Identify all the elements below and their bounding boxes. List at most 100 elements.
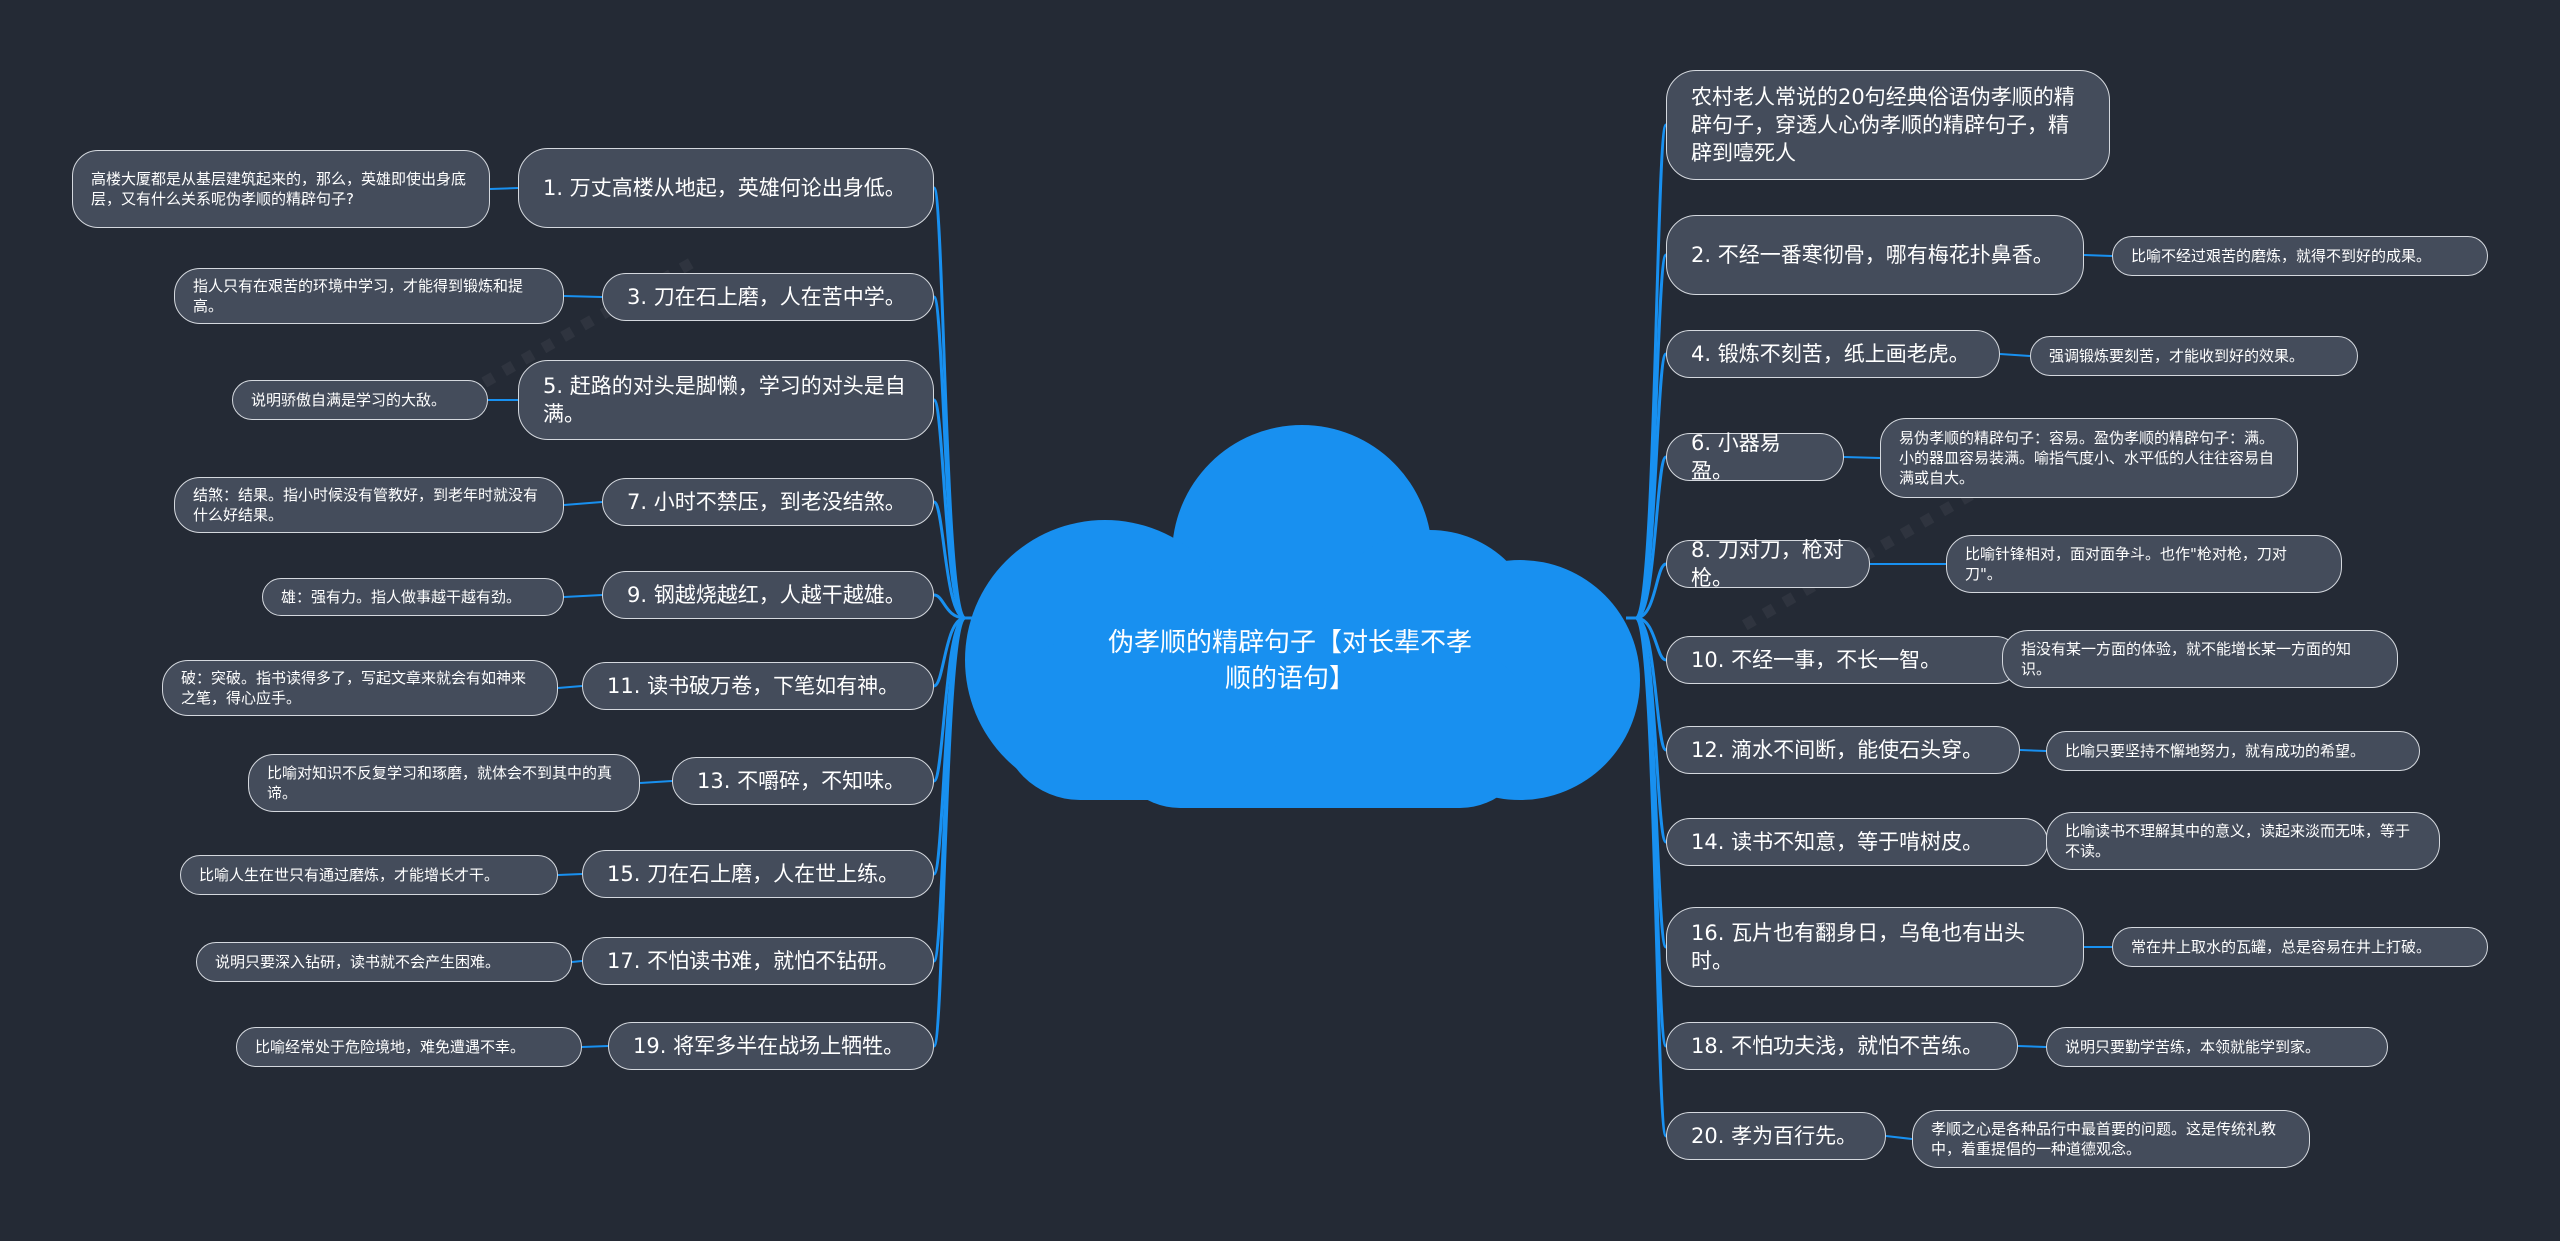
branch-topic[interactable]: 12. 滴水不间断，能使石头穿。: [1666, 726, 2020, 774]
branch-topic-text: 8. 刀对刀，枪对枪。: [1691, 538, 1844, 590]
branch-note[interactable]: 常在井上取水的瓦罐，总是容易在井上打破。: [2112, 927, 2488, 967]
branch-note-text: 说明骄傲自满是学习的大敌。: [251, 391, 447, 409]
branch-topic[interactable]: 11. 读书破万卷，下笔如有神。: [582, 662, 934, 710]
note-connector: [563, 501, 603, 506]
branch-note[interactable]: 说明骄傲自满是学习的大敌。: [232, 380, 488, 420]
note-connector: [2017, 1045, 2047, 1048]
branch-topic[interactable]: 6. 小器易盈。: [1666, 431, 1844, 483]
branch-note[interactable]: 结煞：结果。指小时候没有管教好，到老年时就没有什么好结果。: [174, 477, 564, 533]
branch-note-text: 说明只要勤学苦练，本领就能学到家。: [2065, 1038, 2321, 1056]
note-connector: [489, 187, 519, 190]
branch-topic-text: 14. 读书不知意，等于啃树皮。: [1691, 830, 1984, 854]
branch-topic[interactable]: 1. 万丈高楼从地起，英雄何论出身低。: [518, 148, 934, 228]
branch-connector: [1635, 455, 1668, 620]
branch-note-text: 指没有某一方面的体验，就不能增长某一方面的知识。: [2021, 640, 2352, 678]
branch-topic-text: 7. 小时不禁压，到老没结煞。: [627, 490, 906, 514]
branch-topic-text: 5. 赶路的对头是脚懒，学习的对头是自满。: [543, 374, 906, 426]
branch-topic-text: 10. 不经一事，不长一智。: [1691, 648, 1942, 672]
branch-note[interactable]: 破：突破。指书读得多了，写起文章来就会有如神来之笔，得心应手。: [162, 660, 558, 716]
branch-note[interactable]: 比喻经常处于危险境地，难免遭遇不幸。: [236, 1027, 582, 1067]
note-connector: [2083, 254, 2113, 257]
branch-topic-text: 3. 刀在石上磨，人在苦中学。: [627, 285, 906, 309]
branch-topic-text: 4. 锻炼不刻苦，纸上画老虎。: [1691, 342, 1970, 366]
branch-topic[interactable]: 8. 刀对刀，枪对枪。: [1666, 538, 1870, 590]
branch-note[interactable]: 易伪孝顺的精辟句子：容易。盈伪孝顺的精辟句子：满。小的器皿容易装满。喻指气度小、…: [1880, 418, 2298, 498]
branch-note-text: 指人只有在艰苦的环境中学习，才能得到锻炼和提高。: [193, 277, 524, 315]
branch-topic-text: 19. 将军多半在战场上牺牲。: [633, 1034, 905, 1058]
branch-topic[interactable]: 2. 不经一番寒彻骨，哪有梅花扑鼻香。: [1666, 215, 2084, 295]
branch-connector: [1635, 352, 1668, 620]
central-topic-title[interactable]: 伪孝顺的精辟句子【对长辈不孝顺的语句】: [1107, 628, 1472, 694]
branch-note[interactable]: 比喻对知识不反复学习和琢磨，就体会不到其中的真谛。: [248, 754, 640, 812]
branch-note-text: 强调锻炼要刻苦，才能收到好的效果。: [2049, 347, 2305, 365]
branch-topic[interactable]: 20. 孝为百行先。: [1666, 1112, 1886, 1160]
branch-connector: [933, 593, 966, 620]
branch-topic-text: 15. 刀在石上磨，人在世上练。: [607, 862, 900, 886]
note-connector: [2019, 749, 2047, 752]
branch-topic[interactable]: 17. 不怕读书难，就怕不钻研。: [582, 937, 934, 985]
branch-note[interactable]: 比喻不经过艰苦的磨炼，就得不到好的成果。: [2112, 236, 2488, 276]
branch-note[interactable]: 比喻只要坚持不懈地努力，就有成功的希望。: [2046, 731, 2420, 771]
branch-topic[interactable]: 18. 不怕功夫浅，就怕不苦练。: [1666, 1022, 2018, 1070]
note-connector: [571, 960, 583, 963]
branch-note[interactable]: 比喻人生在世只有通过磨炼，才能增长才干。: [180, 855, 558, 895]
branch-topic[interactable]: 14. 读书不知意，等于啃树皮。: [1666, 818, 2048, 866]
branch-note-text: 高楼大厦都是从基层建筑起来的，那么，英雄即使出身底层，又有什么关系呢伪孝顺的精辟…: [91, 170, 467, 208]
branch-note[interactable]: 说明只要深入钻研，读书就不会产生困难。: [196, 942, 572, 982]
branch-note[interactable]: 说明只要勤学苦练，本领就能学到家。: [2046, 1027, 2388, 1067]
branch-topic[interactable]: 7. 小时不禁压，到老没结煞。: [602, 478, 934, 526]
branch-note[interactable]: 比喻读书不理解其中的意义，读起来淡而无味，等于不读。: [2046, 812, 2440, 870]
branch-topic-text: 6. 小器易盈。: [1691, 431, 1781, 483]
branch-topic[interactable]: 3. 刀在石上磨，人在苦中学。: [602, 273, 934, 321]
note-connector: [557, 685, 583, 689]
branch-topic-text: 农村老人常说的20句经典俗语伪孝顺的精辟句子，穿透人心伪孝顺的精辟句子，精辟到噎…: [1691, 85, 2075, 165]
branch-topic[interactable]: 13. 不嚼碎，不知味。: [672, 757, 934, 805]
branch-note[interactable]: 比喻针锋相对，面对面争斗。也作"枪对枪，刀对刀"。: [1946, 535, 2342, 593]
branch-connector: [932, 295, 967, 620]
branch-note-text: 结煞：结果。指小时候没有管教好，到老年时就没有什么好结果。: [193, 486, 539, 524]
note-connector: [1843, 456, 1881, 459]
branch-note[interactable]: 孝顺之心是各种品行中最首要的问题。这是传统礼教中，着重提倡的一种道德观念。: [1912, 1110, 2310, 1168]
branch-note[interactable]: 雄：强有力。指人做事越干越有劲。: [262, 578, 564, 616]
note-connector: [563, 594, 603, 598]
branch-note[interactable]: 强调锻炼要刻苦，才能收到好的效果。: [2030, 336, 2358, 376]
note-connector: [639, 780, 673, 784]
branch-topic[interactable]: 15. 刀在石上磨，人在世上练。: [582, 850, 934, 898]
branch-note-text: 比喻经常处于危险境地，难免遭遇不幸。: [255, 1038, 526, 1056]
branch-topic[interactable]: 5. 赶路的对头是脚懒，学习的对头是自满。: [518, 360, 934, 440]
note-connector: [1885, 1135, 1913, 1140]
branch-topic[interactable]: 4. 锻炼不刻苦，纸上画老虎。: [1666, 330, 2000, 378]
branch-note-text: 常在井上取水的瓦罐，总是容易在井上打破。: [2131, 938, 2432, 956]
branch-topic[interactable]: 10. 不经一事，不长一智。: [1666, 636, 2020, 684]
branch-note-text: 孝顺之心是各种品行中最首要的问题。这是传统礼教中，着重提倡的一种道德观念。: [1931, 1120, 2277, 1158]
branch-note[interactable]: 指没有某一方面的体验，就不能增长某一方面的知识。: [2002, 630, 2398, 688]
branch-note[interactable]: 高楼大厦都是从基层建筑起来的，那么，英雄即使出身底层，又有什么关系呢伪孝顺的精辟…: [72, 150, 490, 228]
branch-connector: [1635, 562, 1667, 620]
branch-connector: [1634, 616, 1668, 1138]
branch-note-text: 比喻对知识不反复学习和琢磨，就体会不到其中的真谛。: [267, 764, 613, 802]
branch-connector: [932, 500, 966, 620]
branch-topic-text: 13. 不嚼碎，不知味。: [697, 769, 906, 793]
branch-note-text: 比喻人生在世只有通过磨炼，才能增长才干。: [199, 866, 500, 884]
branch-topic-text: 18. 不怕功夫浅，就怕不苦练。: [1691, 1034, 1984, 1058]
branch-note-text: 说明只要深入钻研，读书就不会产生困难。: [215, 953, 501, 971]
branch-topic[interactable]: 农村老人常说的20句经典俗语伪孝顺的精辟句子，穿透人心伪孝顺的精辟句子，精辟到噎…: [1666, 70, 2110, 180]
branch-note[interactable]: 指人只有在艰苦的环境中学习，才能得到锻炼和提高。: [174, 268, 564, 324]
branch-topic-text: 17. 不怕读书难，就怕不钻研。: [607, 949, 900, 973]
branch-topic[interactable]: 9. 钢越烧越红，人越干越雄。: [602, 571, 934, 619]
note-connector: [1999, 353, 2031, 357]
branch-topic-text: 16. 瓦片也有翻身日，乌龟也有出头时。: [1691, 921, 2026, 973]
note-connector: [581, 1045, 609, 1048]
branch-topic-text: 1. 万丈高楼从地起，英雄何论出身低。: [543, 176, 906, 200]
branch-topic[interactable]: 19. 将军多半在战场上牺牲。: [608, 1022, 934, 1070]
branch-topic-text: 9. 钢越烧越红，人越干越雄。: [627, 583, 906, 607]
branch-note-text: 比喻只要坚持不懈地努力，就有成功的希望。: [2065, 742, 2366, 760]
branch-connector: [932, 398, 966, 620]
note-connector: [557, 873, 583, 876]
branch-note-text: 破：突破。指书读得多了，写起文章来就会有如神来之笔，得心应手。: [181, 669, 527, 707]
branch-topic-text: 2. 不经一番寒彻骨，哪有梅花扑鼻香。: [1691, 243, 2054, 267]
branch-topic[interactable]: 16. 瓦片也有翻身日，乌龟也有出头时。: [1666, 907, 2084, 987]
